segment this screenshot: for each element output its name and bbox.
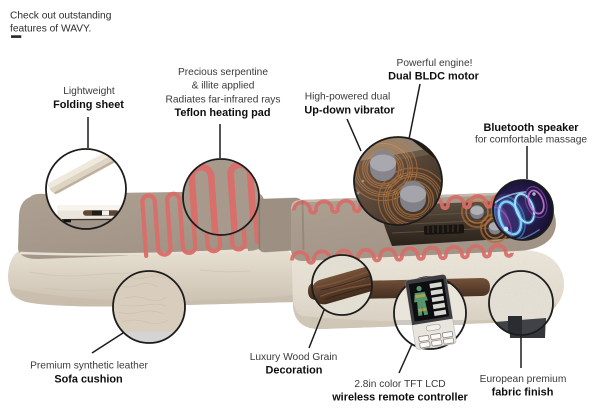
svg-text:Precious serpentine: Precious serpentine [178, 67, 268, 78]
svg-text:fabric finish: fabric finish [492, 387, 554, 399]
svg-text:features of WAVY.: features of WAVY. [10, 23, 91, 34]
svg-text:European premium: European premium [480, 374, 567, 385]
svg-text:Premium synthetic leather: Premium synthetic leather [30, 360, 148, 371]
svg-text:wireless remote controller: wireless remote controller [331, 391, 468, 403]
svg-text:Bluetooth speaker: Bluetooth speaker [483, 122, 579, 134]
svg-text:Folding sheet: Folding sheet [53, 99, 124, 111]
svg-text:Powerful engine!: Powerful engine! [397, 58, 473, 69]
svg-text:Decoration: Decoration [266, 364, 323, 376]
svg-text:Luxury Wood Grain: Luxury Wood Grain [250, 352, 338, 363]
svg-text:2.8in color TFT LCD: 2.8in color TFT LCD [354, 379, 445, 390]
svg-text:Teflon heating pad: Teflon heating pad [175, 107, 271, 119]
svg-text:High-powered dual: High-powered dual [305, 91, 391, 102]
svg-text:Dual BLDC motor: Dual BLDC motor [388, 70, 480, 82]
svg-text:Sofa cushion: Sofa cushion [54, 373, 122, 385]
svg-text:Radiates far-infrared rays: Radiates far-infrared rays [166, 94, 281, 105]
svg-text:& illite applied: & illite applied [192, 80, 255, 91]
svg-text:Lightweight: Lightweight [63, 86, 115, 97]
svg-text:for comfortable massage: for comfortable massage [475, 134, 587, 145]
svg-text:Up-down vibrator: Up-down vibrator [304, 104, 395, 116]
svg-text:Check out outstanding: Check out outstanding [10, 11, 112, 22]
